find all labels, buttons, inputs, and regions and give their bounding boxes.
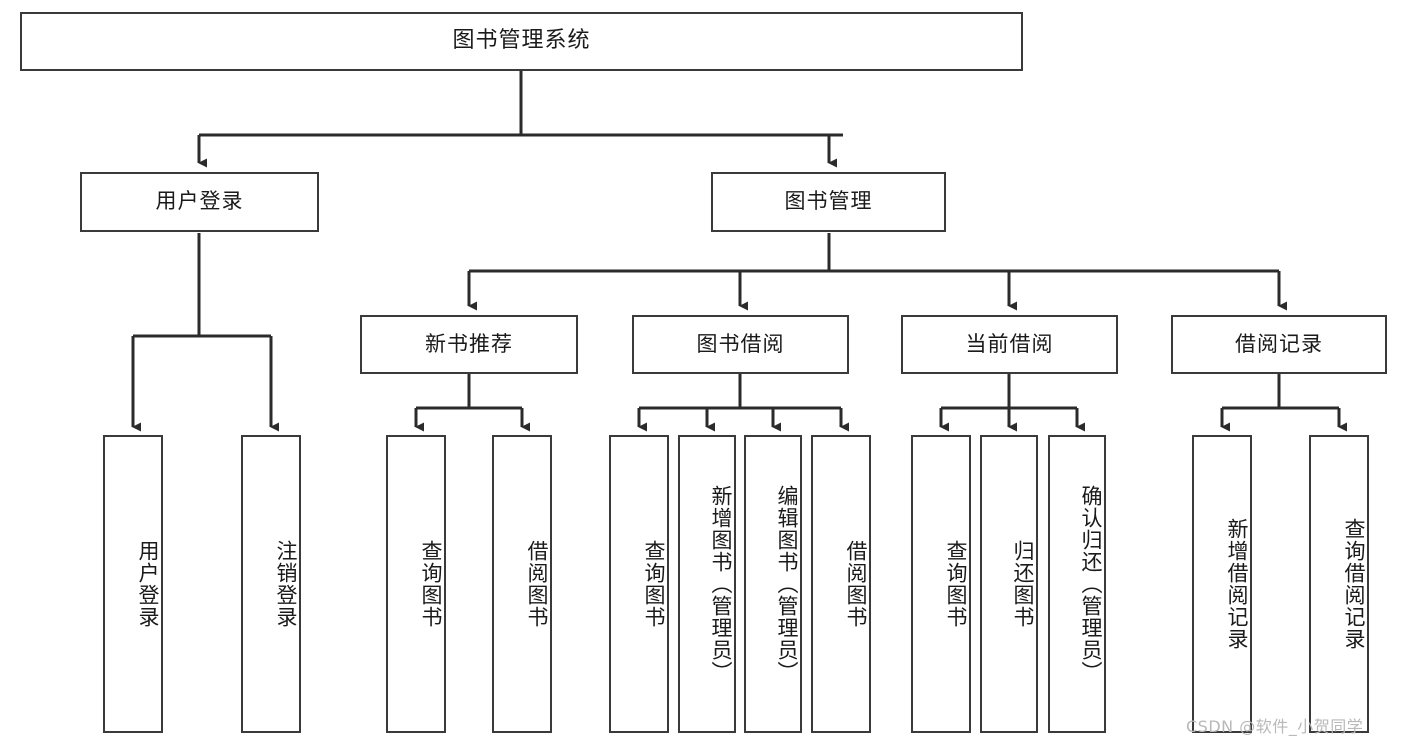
node-leaf-query-book-1[interactable]: 查询图书 xyxy=(386,435,446,733)
node-leaf-edit-book[interactable]: 编辑图书（管理员） xyxy=(744,435,802,733)
node-leaf-query-book-3[interactable]: 查询图书 xyxy=(911,435,971,733)
node-leaf-return-book-label: 归还图书 xyxy=(1011,540,1035,628)
node-user-login-label: 用户登录 xyxy=(155,189,244,214)
node-leaf-query-record-label: 查询借阅记录 xyxy=(1342,518,1366,650)
node-borrow-record-label: 借阅记录 xyxy=(1235,331,1323,356)
node-new-book-rec[interactable]: 新书推荐 xyxy=(360,315,578,374)
node-leaf-add-record-label: 新增借阅记录 xyxy=(1225,518,1249,650)
node-leaf-user-login-label: 用户登录 xyxy=(136,540,160,628)
node-leaf-borrow-book-2-label: 借阅图书 xyxy=(844,540,868,628)
node-book-borrow-label: 图书借阅 xyxy=(696,331,785,356)
node-root-label: 图书管理系统 xyxy=(452,28,591,54)
node-leaf-borrow-book-1-label: 借阅图书 xyxy=(525,540,549,628)
node-leaf-query-record[interactable]: 查询借阅记录 xyxy=(1309,435,1369,733)
node-user-login[interactable]: 用户登录 xyxy=(80,172,319,232)
node-current-borrow-label: 当前借阅 xyxy=(965,331,1054,356)
node-current-borrow[interactable]: 当前借阅 xyxy=(901,315,1118,374)
node-leaf-logout[interactable]: 注销登录 xyxy=(241,435,301,733)
node-leaf-query-book-2-label: 查询图书 xyxy=(642,540,666,628)
node-leaf-query-book-2[interactable]: 查询图书 xyxy=(609,435,669,733)
node-leaf-return-book[interactable]: 归还图书 xyxy=(980,435,1038,733)
node-leaf-query-book-1-label: 查询图书 xyxy=(419,540,443,628)
node-leaf-confirm-return[interactable]: 确认归还（管理员） xyxy=(1048,435,1106,733)
node-leaf-borrow-book-2[interactable]: 借阅图书 xyxy=(811,435,871,733)
node-book-manage[interactable]: 图书管理 xyxy=(711,172,946,232)
csdn-watermark: CSDN @软件_小贺同学 xyxy=(1186,717,1364,736)
node-leaf-borrow-book-1[interactable]: 借阅图书 xyxy=(492,435,552,733)
node-leaf-query-book-3-label: 查询图书 xyxy=(944,540,968,628)
node-leaf-edit-book-label: 编辑图书（管理员） xyxy=(775,485,799,683)
node-leaf-confirm-return-label: 确认归还（管理员） xyxy=(1079,485,1103,683)
node-root[interactable]: 图书管理系统 xyxy=(20,12,1023,71)
node-book-borrow[interactable]: 图书借阅 xyxy=(632,315,849,374)
node-leaf-add-book-label: 新增图书（管理员） xyxy=(709,485,733,683)
node-leaf-logout-label: 注销登录 xyxy=(274,540,298,628)
node-book-manage-label: 图书管理 xyxy=(784,189,873,214)
node-leaf-add-book[interactable]: 新增图书（管理员） xyxy=(678,435,736,733)
node-borrow-record[interactable]: 借阅记录 xyxy=(1171,315,1387,374)
node-new-book-rec-label: 新书推荐 xyxy=(425,331,513,356)
node-leaf-add-record[interactable]: 新增借阅记录 xyxy=(1192,435,1252,733)
node-leaf-user-login[interactable]: 用户登录 xyxy=(103,435,163,733)
